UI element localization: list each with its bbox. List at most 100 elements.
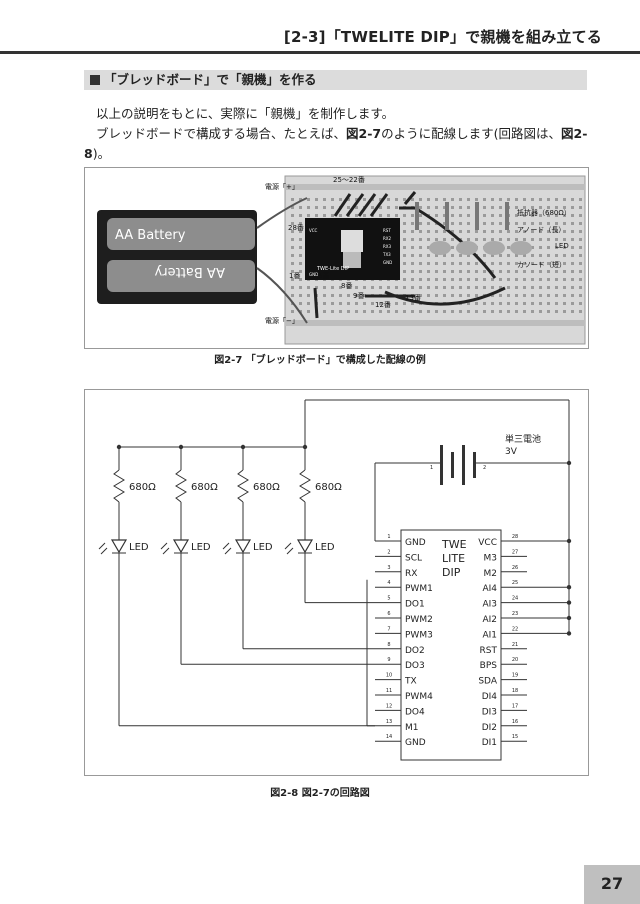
- led-array: [429, 241, 532, 255]
- paragraph-1: 以上の説明をもとに、実際に「親機」を制作します。: [96, 106, 395, 121]
- ic-pin-number: 9: [387, 657, 390, 663]
- ic-pin-number: 14: [386, 734, 392, 740]
- ic-pin-name: TX: [404, 677, 417, 687]
- ic-pin-number: 16: [512, 719, 518, 725]
- resistor-value: 680Ω: [129, 482, 156, 493]
- ic-pin-name: M3: [484, 553, 498, 563]
- breadboard-photo: AA Battery AA Battery TWE-Lite DIP VCC G…: [97, 175, 586, 345]
- ic-pin-name: DI4: [482, 692, 498, 702]
- resistor-value: 680Ω: [315, 482, 342, 493]
- module-pin-rx2: RX2: [383, 236, 392, 241]
- battery-label: 単三電池: [505, 433, 541, 445]
- figure-2-7: AA Battery AA Battery TWE-Lite DIP VCC G…: [84, 167, 589, 349]
- ic-pin-name: AI3: [482, 600, 497, 610]
- battery-plate-long-2: [462, 445, 465, 485]
- led-diode-icon: [234, 539, 252, 554]
- page-number: 27: [600, 874, 624, 893]
- ic-pin-number: 26: [512, 565, 518, 571]
- resistor-zigzag: [113, 469, 125, 503]
- battery-top: [107, 218, 255, 250]
- ic-name-line: TWE: [441, 538, 467, 551]
- paragraph-2-text-a: ブレッドボードで構成する場合、たとえば、: [96, 126, 347, 141]
- module-pin-tx3: TX3: [382, 252, 391, 257]
- ic-pin-name: AI4: [482, 584, 497, 594]
- led-label: LED: [129, 542, 149, 553]
- label-pin-25-22: 25～22番: [333, 176, 365, 184]
- jumper-wires: [313, 191, 506, 319]
- ic-pin-number: 10: [386, 673, 392, 679]
- ic-pin-number: 8: [387, 642, 390, 648]
- battery-plate-long: [440, 445, 443, 485]
- ic-pin-name: M2: [484, 569, 498, 579]
- resistor-value: 680Ω: [253, 482, 280, 493]
- ic-pin-name: PWM1: [405, 584, 433, 594]
- ic-pin-name: PWM4: [405, 692, 433, 702]
- ic-pin-number: 24: [512, 596, 518, 602]
- ic-pin-number: 3: [387, 565, 390, 571]
- ic-pin-name: VCC: [478, 538, 497, 548]
- ic-pin-name: DI3: [482, 707, 497, 717]
- resistor-value: 680Ω: [191, 482, 218, 493]
- label-anode: アノード（長）: [517, 226, 565, 234]
- ic-pin-name: DO4: [405, 707, 425, 717]
- led-light-arrow-icon: [162, 547, 170, 555]
- label-pin-28: 28番: [288, 224, 304, 232]
- ic-pin-name: SDA: [478, 677, 497, 687]
- label-resistor: 抵抗器（680Ω）: [517, 208, 571, 217]
- led-label: LED: [315, 542, 335, 553]
- circuit-schematic: TWELITEDIP1GND2SCL3RX4PWM15DO16PWM27PWM3…: [98, 399, 572, 761]
- led-diode-icon: [296, 539, 314, 554]
- ic-pin-number: 15: [512, 734, 518, 740]
- ic-pin-number: 22: [512, 626, 518, 632]
- page-number-box: [584, 865, 640, 904]
- label-cathode: カソード（短）: [517, 260, 566, 269]
- module-label: TWE-Lite DIP: [316, 266, 349, 272]
- ic-pin-number: 2: [387, 549, 390, 555]
- ic-pin-number: 21: [512, 642, 518, 648]
- ic-pin-number: 25: [512, 580, 518, 586]
- ic-pin-name: AI2: [482, 615, 497, 625]
- ic-pin-number: 19: [512, 673, 518, 679]
- led-diode-icon: [172, 539, 190, 554]
- module-pin-gnd-right: GND: [383, 260, 392, 265]
- junction-dot: [566, 615, 572, 621]
- battery-pin-1: 1: [430, 465, 433, 471]
- led-light-arrow-icon: [224, 547, 232, 555]
- led-diode-icon: [110, 539, 128, 554]
- ic-pin-name: M1: [405, 723, 419, 733]
- ic-pin-name: DI1: [482, 738, 497, 748]
- resistor-zigzag: [237, 469, 249, 503]
- ic-pin-name: PWM2: [405, 615, 433, 625]
- battery-pin-2: 2: [483, 465, 486, 471]
- led-label: LED: [253, 542, 273, 553]
- led-label: LED: [191, 542, 211, 553]
- section-heading: 「ブレッドボード」で「親機」を作る: [104, 72, 317, 87]
- label-led: LED: [555, 242, 569, 250]
- ic-pin-number: 6: [387, 611, 390, 617]
- ic-pin-number: 7: [387, 626, 390, 632]
- module-pin-vcc: VCC: [309, 228, 318, 233]
- ic-pin-name: AI1: [482, 630, 497, 640]
- battery-bottom: [107, 260, 255, 292]
- resistor-zigzag: [299, 469, 311, 503]
- ic-pin-name: DO3: [405, 661, 425, 671]
- label-pin-8: 8番: [341, 282, 352, 290]
- module-power-wires: [256, 197, 308, 324]
- ic-pin-number: 1: [387, 534, 390, 540]
- ic-pin-name: PWM3: [405, 630, 433, 640]
- module-antenna-icon: [341, 230, 363, 252]
- battery-label: AA Battery: [115, 228, 186, 243]
- figure-ref-2-7: 図2-7: [346, 126, 382, 141]
- ic-pin-number: 23: [512, 611, 518, 617]
- battery-label-flipped: AA Battery: [154, 264, 225, 279]
- label-power-plus: 電源「+」: [265, 182, 299, 191]
- label-pin-12: 12番: [375, 301, 391, 309]
- ic-pin-number: 27: [512, 549, 518, 555]
- figure-7-callouts: 電源「+」 25～22番 28番 1番 5番 8番 9番 12番 13番 電源「…: [265, 176, 571, 325]
- ic-pin-name: SCL: [405, 553, 422, 563]
- ic-pin-number: 17: [512, 703, 518, 709]
- ic-name-line: DIP: [442, 566, 461, 579]
- junction-dot: [566, 631, 572, 636]
- ic-pin-number: 13: [386, 719, 392, 725]
